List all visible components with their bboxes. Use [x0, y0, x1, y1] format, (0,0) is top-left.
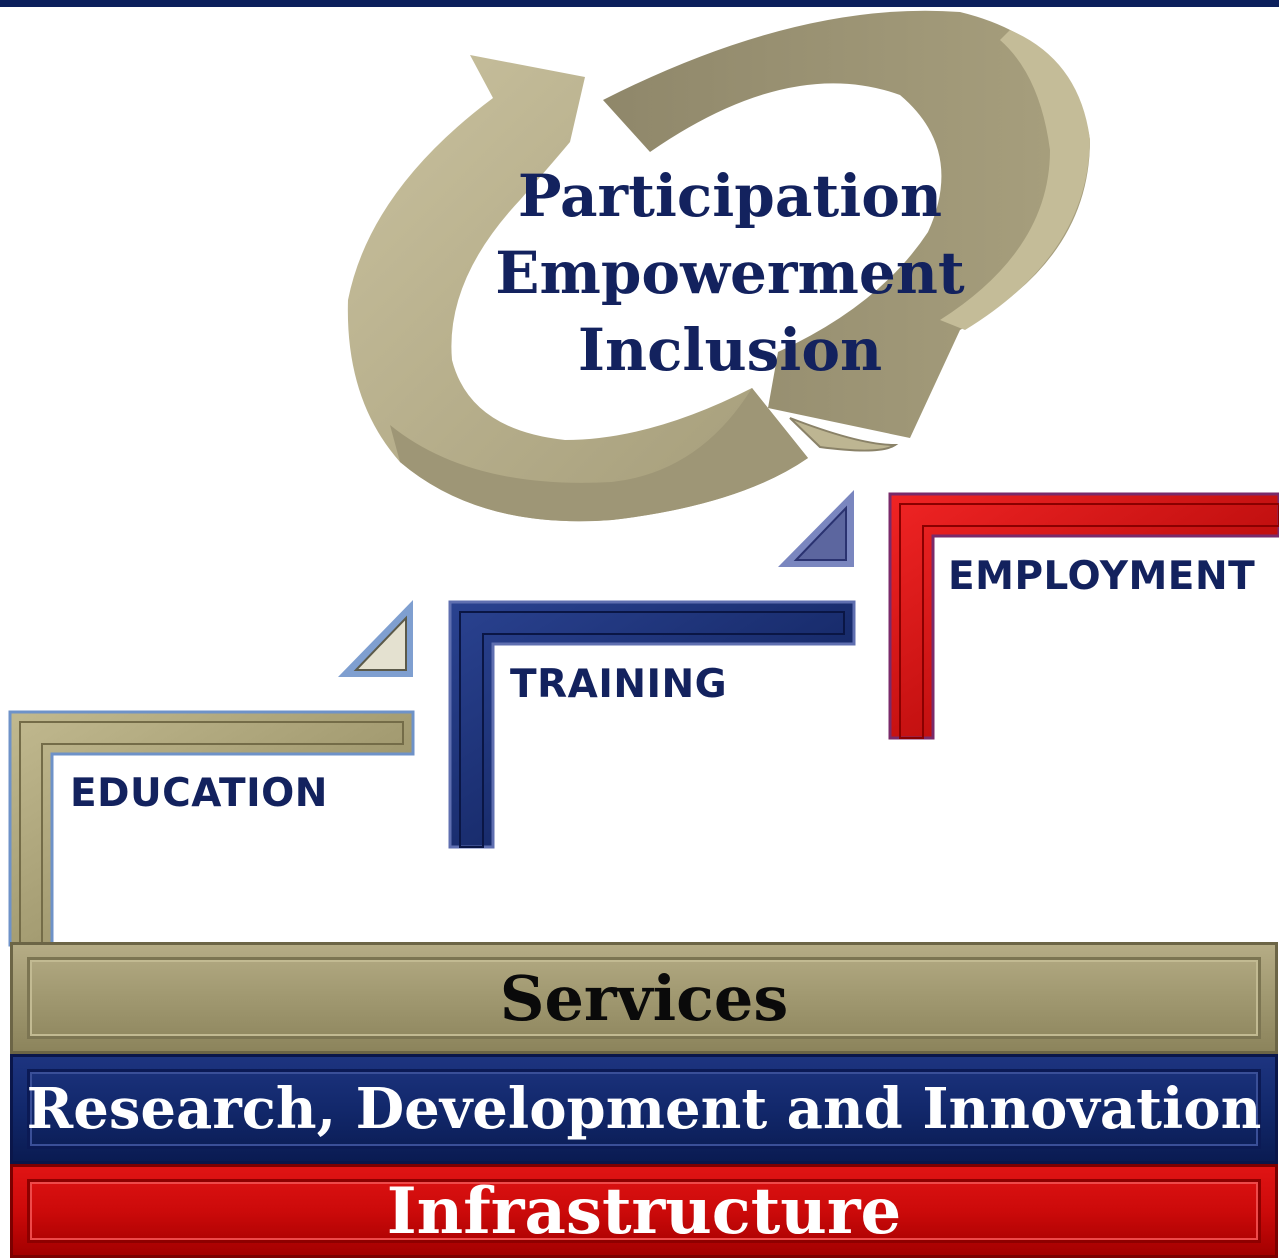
cycle-line-inclusion: Inclusion [577, 316, 883, 384]
top-rule [0, 0, 1279, 7]
research-bar: Research, Development and Innovation [10, 1054, 1278, 1164]
cycle-arrow-left-segment [347, 55, 808, 522]
step-training-bracket [448, 600, 856, 849]
cycle-arrow-right-segment [603, 10, 1090, 438]
step-employment-bracket [888, 492, 1279, 740]
infrastructure-label: Infrastructure [386, 1173, 902, 1249]
step-label-education: EDUCATION [70, 771, 328, 816]
step-education-marker [338, 600, 413, 677]
step-label-training: TRAINING [510, 662, 728, 707]
step-education-bracket [8, 710, 415, 947]
cycle-arrow-right-highlight [940, 30, 1090, 330]
services-bar: Services [10, 942, 1278, 1054]
infrastructure-bar: Infrastructure [10, 1164, 1278, 1258]
services-label: Services [499, 961, 789, 1035]
step-training-marker [778, 490, 854, 567]
cycle-line-empowerment: Empowerment [495, 239, 965, 307]
cycle-arrow-tail-curl [789, 417, 899, 452]
cycle-arrows [347, 10, 1090, 522]
cycle-arrow-left-shadow [390, 388, 808, 522]
cycle-line-participation: Participation [517, 162, 943, 230]
cycle-text: Participation Empowerment Inclusion [440, 158, 1020, 389]
research-label: Research, Development and Innovation [26, 1076, 1262, 1142]
step-label-employment: EMPLOYMENT [948, 554, 1256, 599]
